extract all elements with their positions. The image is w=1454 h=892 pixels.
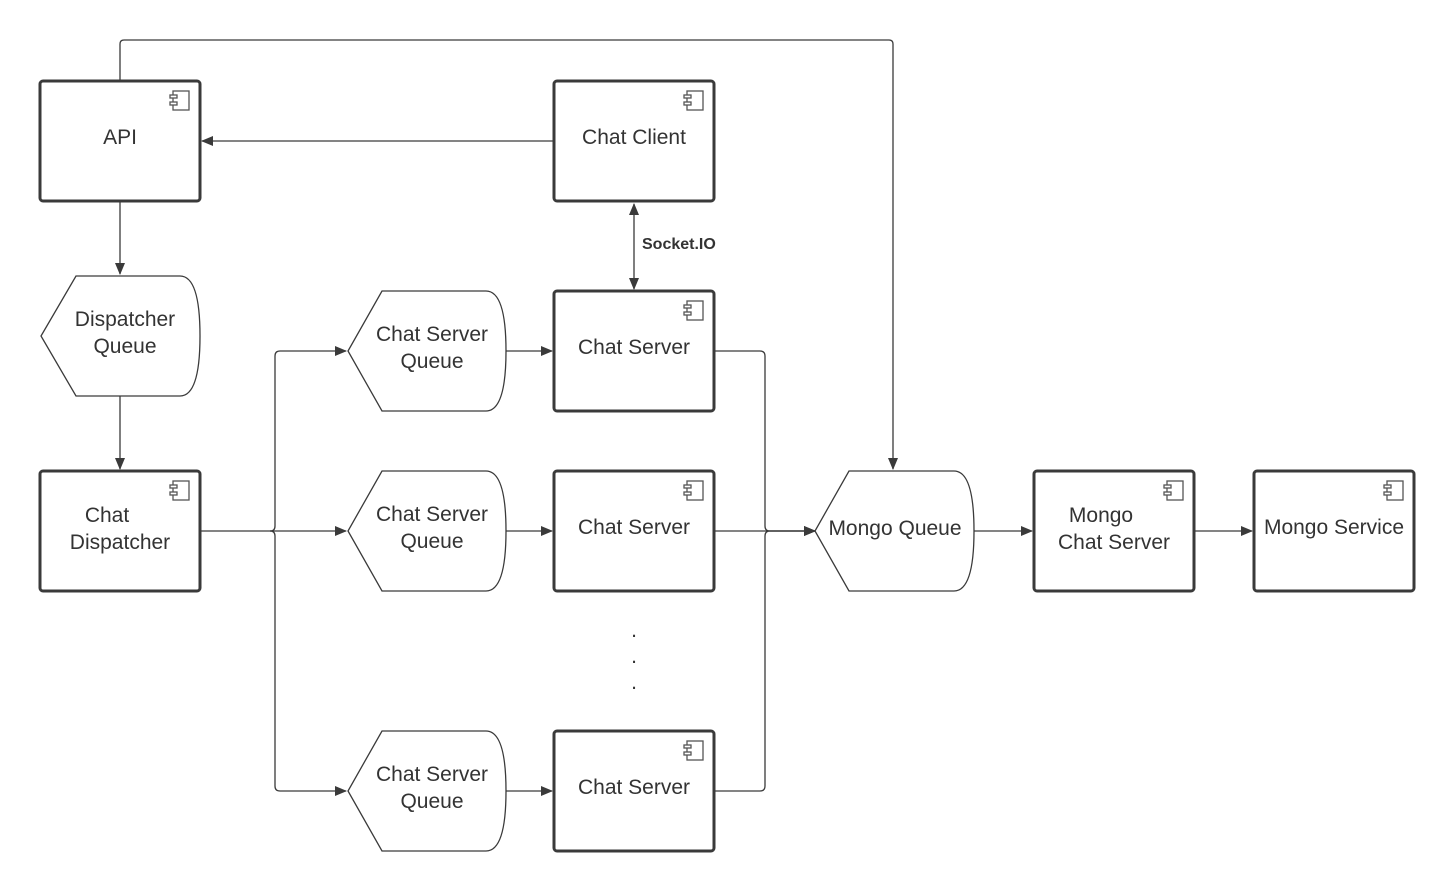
edge-dispatcher-to-queue-3 xyxy=(269,530,347,796)
dispatcher-queue-node[interactable]: Dispatcher Queue xyxy=(40,275,201,397)
component-icon xyxy=(683,480,704,501)
chat-server-queue-label-line2: Queue xyxy=(400,350,463,373)
component-icon xyxy=(1383,480,1404,501)
chat-server-node-2[interactable]: Chat Server xyxy=(552,469,716,593)
chat-dispatcher-node[interactable]: Chat Dispatcher xyxy=(38,469,202,593)
ellipsis-dot: . xyxy=(631,619,637,642)
ellipsis-dot: . xyxy=(631,645,637,668)
edge-server-3-to-mongo-queue xyxy=(715,526,816,792)
api-node[interactable]: API xyxy=(38,79,202,203)
chat-server-queue-label-line1: Chat Server xyxy=(376,323,488,346)
socket-io-label: Socket.IO xyxy=(642,236,716,253)
component-icon xyxy=(1163,480,1184,501)
chat-server-label: Chat Server xyxy=(578,336,690,359)
component-icon xyxy=(169,90,190,111)
component-icon xyxy=(683,740,704,761)
mongo-queue-label: Mongo Queue xyxy=(828,517,961,540)
chat-server-queue-label-line1: Chat Server xyxy=(376,503,488,526)
component-icon xyxy=(683,300,704,321)
mongo-service-label: Mongo Service xyxy=(1264,516,1404,539)
mongo-queue-node[interactable]: Mongo Queue xyxy=(814,470,975,592)
chat-client-node[interactable]: Chat Client xyxy=(552,79,716,203)
mongo-chat-server-label-line2: Chat Server xyxy=(1058,531,1170,554)
edge-server-1-to-mongo-queue xyxy=(715,350,816,536)
chat-server-label: Chat Server xyxy=(578,776,690,799)
mongo-chat-server-label-line1: Mongo xyxy=(1069,504,1133,527)
chat-server-queue-node-2[interactable]: Chat Server Queue xyxy=(347,470,507,592)
mongo-chat-server-node[interactable]: Mongo Chat Server xyxy=(1032,469,1196,593)
chat-server-queue-label-line2: Queue xyxy=(400,790,463,813)
ellipsis: . . . xyxy=(631,619,637,694)
chat-server-label: Chat Server xyxy=(578,516,690,539)
dispatcher-queue-label-line2: Queue xyxy=(93,335,156,358)
component-icon xyxy=(683,90,704,111)
chat-server-node-1[interactable]: Chat Server xyxy=(552,289,716,413)
chat-server-queue-node-3[interactable]: Chat Server Queue xyxy=(347,730,507,852)
chat-dispatcher-label-line2: Dispatcher xyxy=(70,531,170,554)
edge-api-to-mongo-queue xyxy=(119,39,898,470)
chat-server-queue-label-line2: Queue xyxy=(400,530,463,553)
ellipsis-dot: . xyxy=(631,671,637,694)
dispatcher-queue-label-line1: Dispatcher xyxy=(75,308,175,331)
chat-server-node-3[interactable]: Chat Server xyxy=(552,729,716,853)
edge-dispatcher-fanout xyxy=(200,346,347,532)
chat-server-queue-label-line1: Chat Server xyxy=(376,763,488,786)
mongo-service-node[interactable]: Mongo Service xyxy=(1252,469,1416,593)
chat-client-label: Chat Client xyxy=(582,126,686,149)
chat-dispatcher-label-line1: Chat xyxy=(85,504,130,527)
chat-server-queue-node-1[interactable]: Chat Server Queue xyxy=(347,290,507,412)
component-icon xyxy=(169,480,190,501)
api-label: API xyxy=(103,126,137,149)
